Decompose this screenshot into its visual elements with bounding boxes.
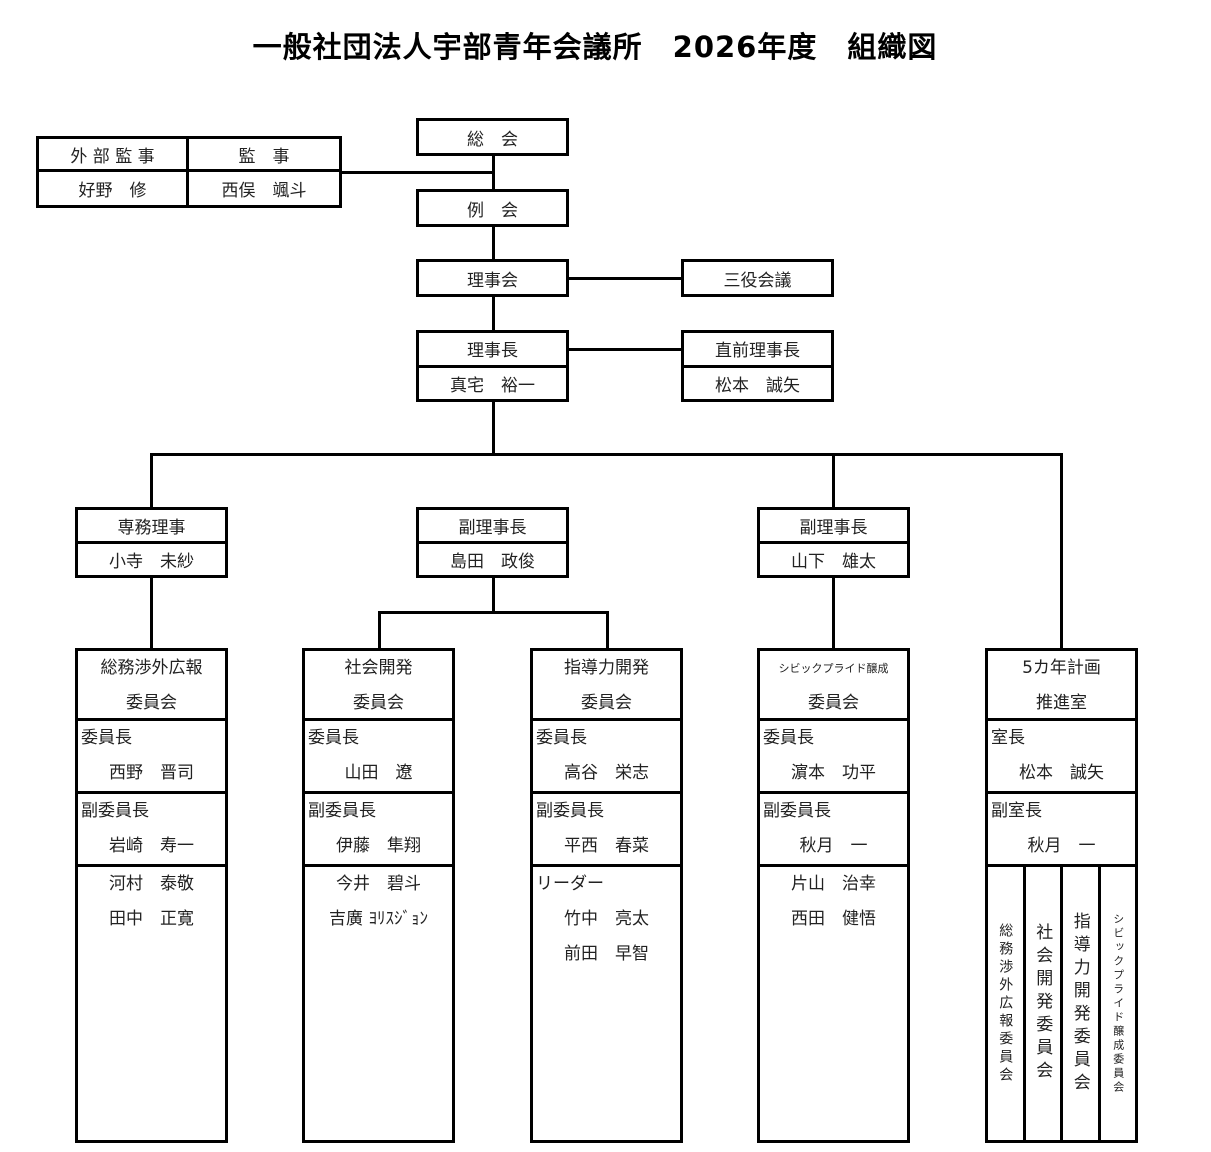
connector-line [569, 277, 682, 280]
committee-suffix: 委員会 [126, 693, 177, 713]
role-label: 委員長 [81, 728, 132, 748]
office-suffix: 推進室 [1036, 693, 1087, 713]
person-name: 秋月 一 [1027, 836, 1096, 856]
connector-line [1060, 453, 1063, 649]
executive-director-box: 専務理事 小寺 未紗 [75, 507, 228, 578]
committee-name: 総務渉外広報 [100, 658, 203, 678]
committee-box: 総務渉外広報委員会 委員長西野 晋司 副委員長岩崎 寿一 河村 泰敬田中 正寛 [75, 648, 228, 1143]
liaison-committee: 指導力開発委員会 [1060, 867, 1098, 1140]
vice-president-label: 副理事長 [458, 518, 527, 538]
role-label: 副委員長 [308, 801, 376, 821]
person-name: 山田 遼 [344, 763, 413, 783]
president-box: 理事長 真宅 裕一 [416, 330, 569, 402]
member-name: 竹中 亮太 [564, 909, 649, 929]
auditor-name: 西俣 颯斗 [221, 181, 307, 201]
connector-line [378, 611, 381, 649]
vice-president-box: 副理事長 山下 雄太 [757, 507, 910, 578]
connector-line [342, 171, 494, 174]
member-name: 今井 碧斗 [336, 874, 421, 894]
vice-president-box: 副理事長 島田 政俊 [416, 507, 569, 578]
leader-label: リーダー [536, 874, 604, 894]
connector-line [569, 348, 682, 351]
person-name: 松本 誠矢 [1019, 763, 1104, 783]
president-label: 理事長 [467, 341, 518, 362]
member-name: 片山 治幸 [791, 874, 876, 894]
liaison-committee: 総務渉外広報委員会 [997, 922, 1014, 1085]
general-meeting-label: 総 会 [467, 129, 518, 150]
vice-president-name: 島田 政俊 [419, 541, 566, 575]
role-label: 委員長 [536, 728, 587, 748]
role-label: 副委員長 [81, 801, 149, 821]
role-label: 副委員長 [763, 801, 831, 821]
connector-line [492, 155, 495, 455]
person-name: 濵本 功平 [791, 763, 876, 783]
committee-name: シビックプライド醸成 [778, 662, 889, 675]
executive-director-label: 専務理事 [117, 518, 186, 538]
vice-president-name: 山下 雄太 [760, 541, 907, 575]
past-president-box: 直前理事長 松本 誠矢 [681, 330, 834, 402]
past-president-label: 直前理事長 [715, 341, 800, 362]
committee-suffix: 委員会 [808, 693, 859, 713]
committee-suffix: 委員会 [581, 693, 632, 713]
member-name: 前田 早智 [564, 944, 649, 964]
board-box: 理事会 [416, 259, 569, 297]
three-officers-box: 三役会議 [681, 259, 834, 297]
person-name: 西野 晋司 [109, 763, 194, 783]
role-label: 副室長 [991, 801, 1042, 821]
committee-name: 社会開発 [344, 658, 413, 678]
person-name: 岩崎 寿一 [109, 836, 194, 856]
role-label: 副委員長 [536, 801, 604, 821]
person-name: 高谷 栄志 [564, 763, 649, 783]
role-label: 委員長 [308, 728, 359, 748]
committee-box: シビックプライド醸成委員会 委員長濵本 功平 副委員長秋月 一 片山 治幸西田 … [757, 648, 910, 1143]
auditor-label: 監 事 [189, 139, 339, 172]
member-name: 田中 正寛 [109, 909, 194, 929]
board-label: 理事会 [467, 270, 518, 291]
regular-meeting-label: 例 会 [467, 200, 518, 221]
external-auditor-name: 好野 修 [39, 172, 189, 205]
connector-line [150, 453, 153, 508]
five-year-plan-office-box: 5カ年計画推進室 室長松本 誠矢 副室長秋月 一 総務渉外広報委員会 社会開発委… [985, 648, 1138, 1143]
regular-meeting-box: 例 会 [416, 189, 569, 227]
external-auditor-label: 外 部 監 事 [39, 139, 189, 172]
president-name: 真宅 裕一 [419, 364, 566, 400]
general-meeting-box: 総 会 [416, 118, 569, 156]
liaison-committee: シビックプライド醸成委員会 [1097, 867, 1136, 1140]
executive-director-name: 小寺 未紗 [78, 541, 225, 575]
connector-line [832, 577, 835, 649]
past-president-name: 松本 誠矢 [684, 364, 831, 400]
role-label: 室長 [991, 728, 1025, 748]
connector-line [832, 453, 835, 508]
three-officers-label: 三役会議 [723, 270, 792, 291]
member-name: 河村 泰敬 [109, 874, 194, 894]
committee-suffix: 委員会 [353, 693, 404, 713]
liaison-committee: 社会開発委員会 [1022, 867, 1061, 1140]
connector-line [492, 577, 495, 613]
connector-line [378, 611, 609, 614]
office-name: 5カ年計画 [1022, 658, 1101, 678]
member-name: 吉廣 ﾖﾘｽｼﾞｮﾝ [329, 909, 428, 929]
person-name: 平西 春菜 [564, 836, 649, 856]
connector-line [150, 577, 153, 649]
role-label: 委員長 [763, 728, 814, 748]
person-name: 秋月 一 [799, 836, 868, 856]
page-title: 一般社団法人宇部青年会議所 2026年度 組織図 [252, 30, 938, 64]
person-name: 伊藤 隼翔 [336, 836, 421, 856]
committee-box: 社会開発委員会 委員長山田 遼 副委員長伊藤 隼翔 今井 碧斗吉廣 ﾖﾘｽｼﾞｮ… [302, 648, 455, 1143]
committee-name: 指導力開発 [564, 658, 649, 678]
connector-line [606, 611, 609, 649]
member-name: 西田 健悟 [791, 909, 876, 929]
connector-line [150, 453, 1063, 456]
vice-president-label: 副理事長 [799, 518, 868, 538]
committee-box: 指導力開発委員会 委員長高谷 栄志 副委員長平西 春菜 リーダー竹中 亮太前田 … [530, 648, 683, 1143]
auditors-table: 外 部 監 事 監 事 好野 修 西俣 颯斗 [36, 136, 342, 208]
